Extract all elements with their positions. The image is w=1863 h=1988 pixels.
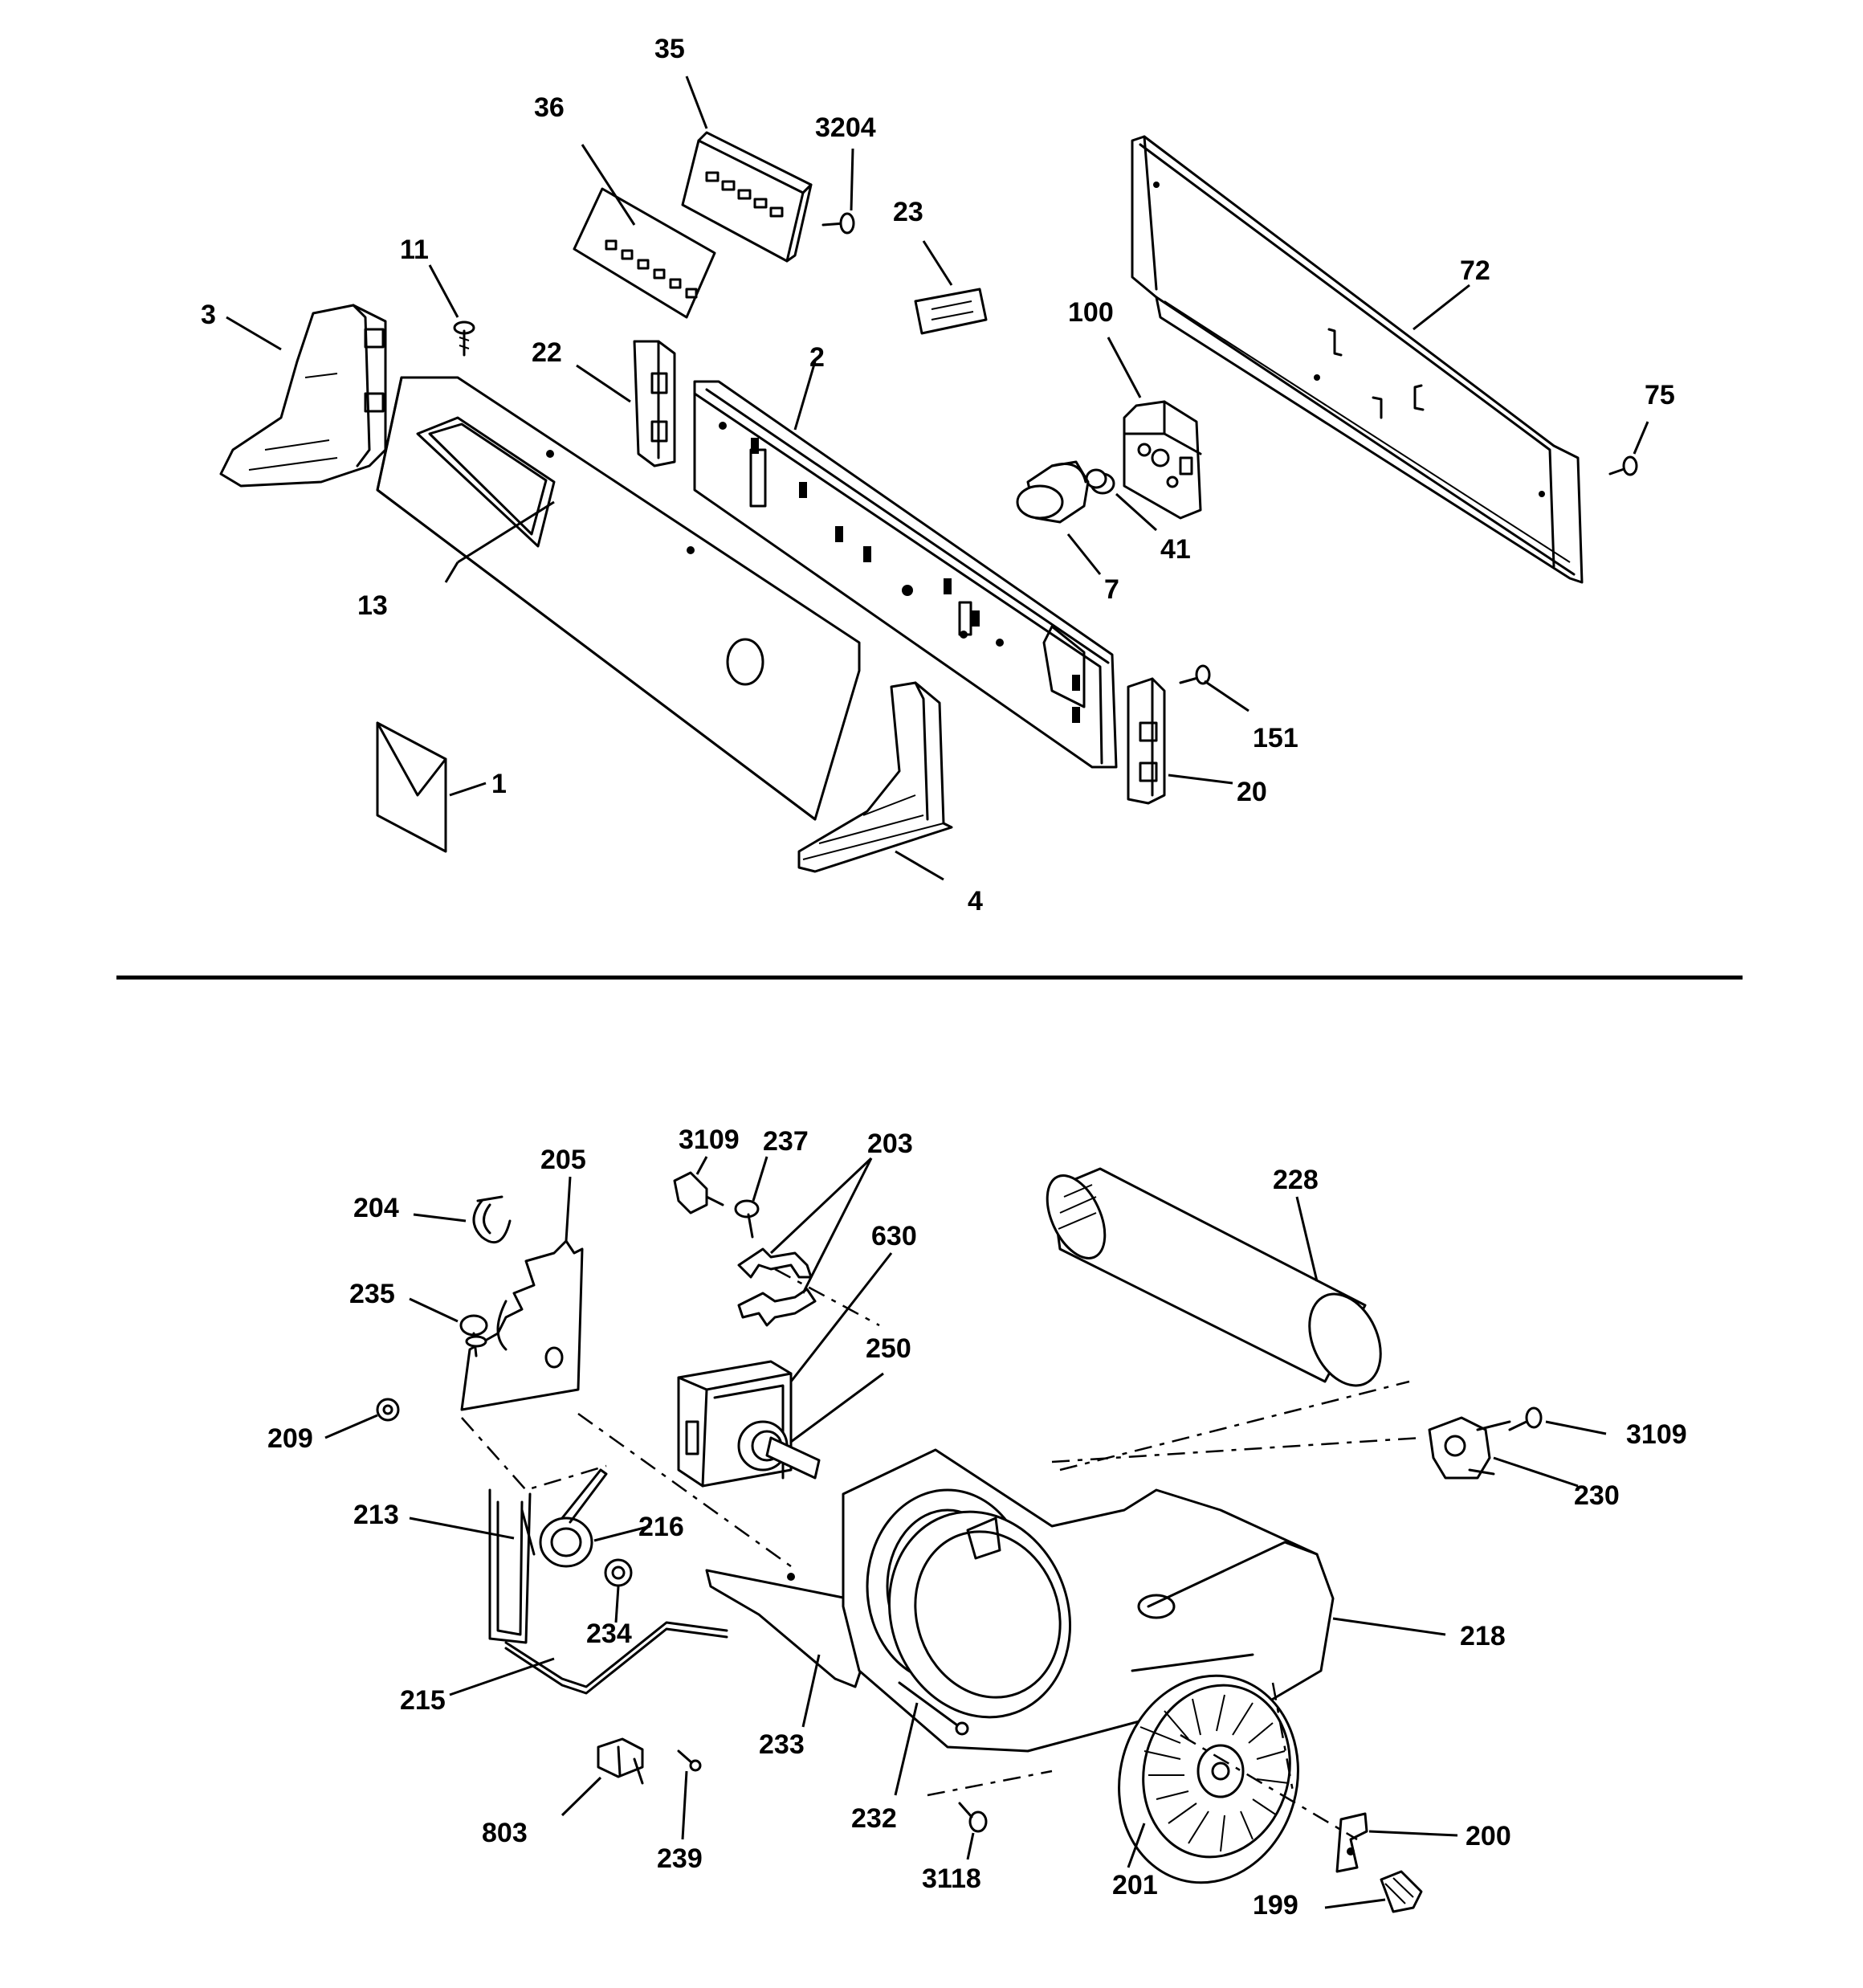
part-22-bracket [633, 340, 676, 467]
part-36-panel-inlay [573, 187, 716, 319]
part-200-clip [1335, 1812, 1368, 1873]
callout-228: 228 [1273, 1165, 1319, 1195]
callout-72: 72 [1460, 255, 1490, 286]
part-235-screw [459, 1314, 488, 1357]
callout-20: 20 [1237, 777, 1267, 807]
part-4-right-end-cap [797, 681, 953, 873]
part-2-panel-backplate [693, 380, 1118, 769]
callout-75: 75 [1645, 380, 1675, 410]
part-100-timer-switch [1123, 400, 1202, 520]
callout-2: 2 [809, 342, 825, 373]
leader-lines-top [226, 76, 1649, 881]
part-234-nut [604, 1558, 633, 1587]
part-35-button-bezel [681, 131, 813, 263]
callout-3118: 3118 [922, 1863, 981, 1894]
part-215-rod [504, 1621, 728, 1695]
callout-239: 239 [657, 1843, 703, 1874]
part-151-screw [1179, 664, 1211, 685]
callout-204: 204 [353, 1193, 399, 1223]
callout-232: 232 [851, 1803, 897, 1834]
callout-218: 218 [1460, 1621, 1506, 1651]
callout-35: 35 [654, 34, 685, 64]
part-199-bolt [1380, 1870, 1423, 1913]
callout-3109-left: 3109 [679, 1125, 740, 1155]
callout-36: 36 [534, 92, 565, 123]
callout-1: 1 [491, 769, 507, 799]
part-3-left-end-cap [219, 304, 387, 488]
callout-199: 199 [1253, 1890, 1298, 1921]
part-20-bracket [1127, 677, 1166, 805]
callout-203: 203 [867, 1129, 913, 1159]
callout-3: 3 [201, 300, 216, 330]
callout-labels-bottom: 204 205 235 3109 237 203 630 250 228 209… [267, 1125, 1687, 1921]
part-239-screw [677, 1749, 702, 1772]
part-72-back-panel [1131, 135, 1584, 584]
leader-lines-bottom [324, 1156, 1607, 1909]
part-13-control-panel [376, 376, 861, 821]
part-3109-screw-right [1508, 1406, 1543, 1431]
part-233-base-bracket [705, 1569, 865, 1688]
callout-3109-right: 3109 [1626, 1419, 1687, 1450]
control-panel-assembly: 3 11 22 36 35 3204 23 2 100 72 75 41 7 1… [201, 34, 1675, 916]
callout-213: 213 [353, 1500, 399, 1530]
part-23-small-board [914, 288, 988, 335]
part-237-screw [734, 1199, 760, 1239]
part-218-blower-housing [842, 1448, 1335, 1753]
callout-41: 41 [1160, 534, 1191, 565]
callout-235: 235 [349, 1279, 395, 1309]
part-7-knob [1016, 460, 1090, 524]
part-250-motor [677, 1360, 821, 1488]
part-228-exhaust-duct [1046, 1167, 1382, 1387]
part-3204-screw [821, 212, 855, 235]
assembly-dash-lines [461, 1268, 1422, 1841]
part-203-clips [737, 1247, 817, 1327]
callout-237: 237 [763, 1126, 809, 1157]
part-41-spacer [1085, 468, 1115, 495]
part-204-clamp [472, 1195, 512, 1244]
part-230-thermostat [1428, 1416, 1511, 1480]
callout-234: 234 [586, 1619, 632, 1649]
callout-215: 215 [400, 1685, 446, 1716]
part-232-rod [898, 1681, 969, 1736]
part-209-nut [376, 1398, 400, 1422]
part-3118-screw [958, 1802, 988, 1833]
part-75-screw [1608, 455, 1638, 476]
callout-205: 205 [540, 1145, 586, 1175]
callout-4: 4 [968, 886, 983, 916]
part-11-screw [453, 320, 475, 357]
callout-151: 151 [1253, 723, 1298, 753]
callout-23: 23 [893, 197, 923, 227]
callout-250: 250 [866, 1333, 911, 1364]
part-216-pulley [539, 1468, 608, 1568]
part-3109-socket-left [673, 1171, 724, 1214]
callout-201: 201 [1112, 1870, 1158, 1900]
part-205-bracket-plate [460, 1239, 584, 1411]
callout-13: 13 [357, 590, 388, 621]
callout-100: 100 [1068, 297, 1114, 328]
callout-11: 11 [400, 235, 429, 265]
callout-230: 230 [1574, 1480, 1620, 1511]
callout-200: 200 [1466, 1821, 1511, 1851]
callout-233: 233 [759, 1729, 805, 1760]
part-213-idler-arm [488, 1488, 536, 1644]
motor-blower-assembly: 204 205 235 3109 237 203 630 250 228 209… [267, 1125, 1687, 1921]
callout-216: 216 [638, 1512, 684, 1542]
part-803-switch [597, 1737, 644, 1785]
callout-22: 22 [532, 337, 562, 368]
callout-3204: 3204 [815, 112, 876, 143]
callout-630: 630 [871, 1221, 917, 1251]
callout-803: 803 [482, 1818, 528, 1848]
callout-7: 7 [1104, 574, 1119, 605]
part-1-manual-envelope [376, 721, 447, 853]
callout-209: 209 [267, 1423, 313, 1454]
callout-labels-top: 3 11 22 36 35 3204 23 2 100 72 75 41 7 1… [201, 34, 1675, 916]
